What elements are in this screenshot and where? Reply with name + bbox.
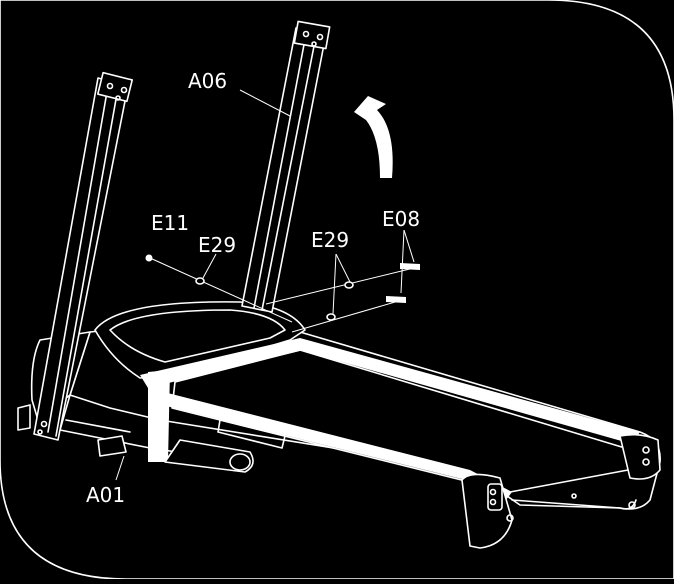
curved-arrow-up-left-icon: [354, 96, 393, 178]
label-a06: A06: [188, 69, 227, 93]
label-e29-left: E29: [198, 233, 236, 257]
washer-e29-right-upper: [344, 281, 354, 289]
label-e29-right: E29: [311, 228, 349, 252]
bolt-e08-lower: [386, 296, 406, 303]
fastener-guides: [145, 254, 420, 333]
bolt-e08-upper: [400, 263, 420, 270]
washer-e29-left: [195, 277, 205, 285]
label-a01: A01: [86, 483, 125, 507]
right-upright-a06: [241, 20, 331, 313]
label-e11: E11: [151, 211, 189, 235]
part-a01-block: [97, 435, 127, 457]
leader-lines: [115, 89, 415, 481]
label-e08: E08: [382, 207, 420, 231]
treadmill-base: [17, 301, 661, 549]
bolt-e11: [145, 254, 153, 262]
left-upright: [33, 71, 134, 441]
washer-e29-right-lower: [326, 313, 336, 321]
